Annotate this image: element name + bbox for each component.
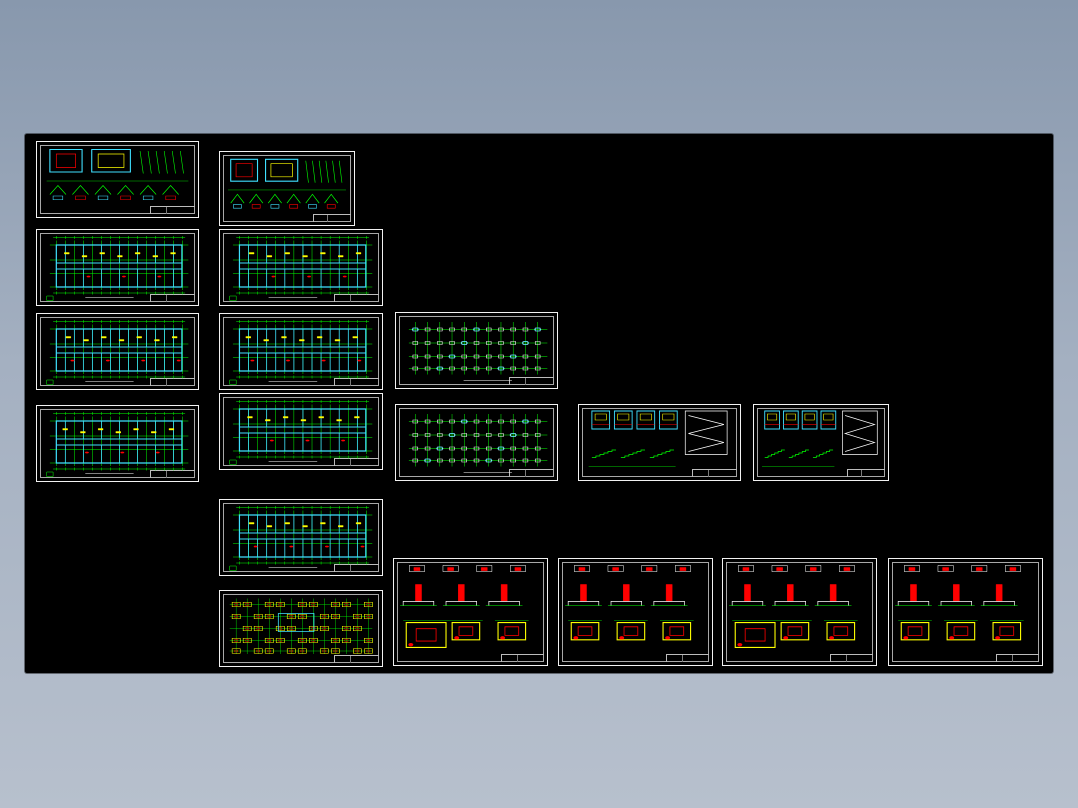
title-block xyxy=(149,470,195,478)
sheet-1-drawing xyxy=(37,142,198,217)
title-block xyxy=(149,378,195,386)
sheet-inner-frame xyxy=(582,408,737,477)
drawing-sheet-16[interactable] xyxy=(558,558,713,666)
drawing-sheet-5[interactable] xyxy=(36,313,199,390)
title-block xyxy=(847,469,885,477)
drawing-sheet-13[interactable] xyxy=(219,499,383,576)
title-block xyxy=(333,564,379,572)
sheet-3-drawing xyxy=(37,230,198,305)
sheet-inner-frame xyxy=(223,233,379,302)
sheet-9-drawing xyxy=(396,313,557,388)
title-block xyxy=(333,458,379,466)
sheet-inner-frame xyxy=(40,409,195,478)
sheet-inner-frame xyxy=(40,317,195,386)
sheet-inner-frame xyxy=(399,316,554,385)
sheet-inner-frame xyxy=(397,562,544,662)
title-block xyxy=(313,214,351,222)
sheet-6-drawing xyxy=(220,314,382,389)
title-block xyxy=(333,378,379,386)
sheet-16-drawing xyxy=(559,559,712,665)
sheet-4-drawing xyxy=(220,230,382,305)
title-block xyxy=(149,206,195,214)
sheet-inner-frame xyxy=(562,562,709,662)
sheet-10-drawing xyxy=(396,405,557,480)
drawing-sheet-4[interactable] xyxy=(219,229,383,306)
title-block xyxy=(149,294,195,302)
drawing-sheet-17[interactable] xyxy=(722,558,877,666)
title-block xyxy=(333,655,379,663)
title-block xyxy=(501,654,544,662)
drawing-sheet-2[interactable] xyxy=(219,151,355,226)
title-block xyxy=(333,294,379,302)
drawing-sheet-14[interactable] xyxy=(219,590,383,667)
drawing-sheet-10[interactable] xyxy=(395,404,558,481)
drawing-sheet-18[interactable] xyxy=(888,558,1043,666)
sheet-inner-frame xyxy=(223,317,379,386)
sheet-inner-frame xyxy=(399,408,554,477)
sheet-17-drawing xyxy=(723,559,876,665)
sheet-7-drawing xyxy=(37,406,198,481)
sheet-11-drawing xyxy=(579,405,740,480)
sheet-18-drawing xyxy=(889,559,1042,665)
sheet-inner-frame xyxy=(726,562,873,662)
title-block xyxy=(508,469,554,477)
drawing-sheet-8[interactable] xyxy=(219,393,383,470)
title-block xyxy=(666,654,709,662)
title-block xyxy=(508,377,554,385)
drawing-sheet-11[interactable] xyxy=(578,404,741,481)
drawing-sheet-1[interactable] xyxy=(36,141,199,218)
sheet-13-drawing xyxy=(220,500,382,575)
drawing-sheet-15[interactable] xyxy=(393,558,548,666)
sheet-inner-frame xyxy=(223,503,379,572)
sheet-15-drawing xyxy=(394,559,547,665)
sheet-8-drawing xyxy=(220,394,382,469)
sheet-inner-frame xyxy=(40,233,195,302)
drawing-sheet-3[interactable] xyxy=(36,229,199,306)
drawing-sheet-6[interactable] xyxy=(219,313,383,390)
drawing-canvas[interactable] xyxy=(25,134,1053,673)
sheet-5-drawing xyxy=(37,314,198,389)
drawing-sheet-7[interactable] xyxy=(36,405,199,482)
title-block xyxy=(830,654,873,662)
sheet-2-drawing xyxy=(220,152,354,225)
title-block xyxy=(691,469,737,477)
sheet-14-drawing xyxy=(220,591,382,666)
sheet-inner-frame xyxy=(40,145,195,214)
sheet-inner-frame xyxy=(892,562,1039,662)
sheet-inner-frame xyxy=(223,594,379,663)
sheet-12-drawing xyxy=(754,405,888,480)
sheet-inner-frame xyxy=(757,408,885,477)
drawing-sheet-12[interactable] xyxy=(753,404,889,481)
sheet-inner-frame xyxy=(223,397,379,466)
drawing-sheet-9[interactable] xyxy=(395,312,558,389)
sheet-inner-frame xyxy=(223,155,351,222)
title-block xyxy=(996,654,1039,662)
